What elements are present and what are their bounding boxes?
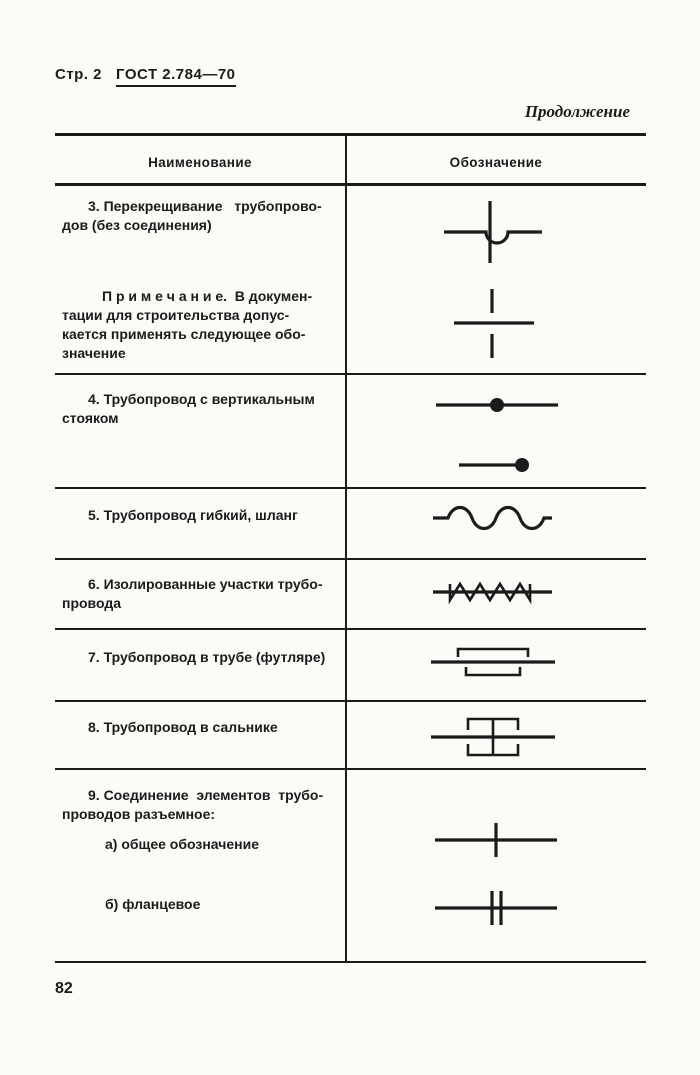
table-header-rule xyxy=(55,183,646,186)
row-4-name: 4. Трубопровод с вертикальным стояком xyxy=(62,391,315,426)
pipes-crossing-broken-vertical-icon xyxy=(454,289,534,358)
column-header-name: Наименование xyxy=(148,155,252,170)
row-6-name: 6. Изолированные участки трубо- провода xyxy=(62,576,323,611)
detachable-joint-flanged-icon xyxy=(435,891,557,925)
pipe-with-riser-end-icon xyxy=(459,458,529,472)
page-header: Стр. 2 ГОСТ 2.784—70 xyxy=(55,66,236,87)
row-rule-4 xyxy=(55,628,646,630)
page-header-label: Стр. 2 xyxy=(55,66,103,83)
page-number: 82 xyxy=(55,980,73,997)
pipe-in-casing-icon xyxy=(431,647,555,677)
row-rule-3 xyxy=(55,558,646,560)
row-3-name: 3. Перекрещивание трубопрово- дов (без с… xyxy=(62,198,322,233)
insulated-pipe-zigzag-icon xyxy=(433,581,552,605)
table-column-divider xyxy=(345,133,347,963)
row-rule-2 xyxy=(55,487,646,489)
row-3-note: П р и м е ч а н и е. В докумен- тации дл… xyxy=(62,288,313,361)
row-rule-5 xyxy=(55,700,646,702)
pipe-with-riser-mid-icon xyxy=(436,398,558,412)
row-5-name: 5. Трубопровод гибкий, шланг xyxy=(88,507,298,523)
row-8-name: 8. Трубопровод в сальнике xyxy=(88,719,278,735)
continuation-label: Продолжение xyxy=(524,102,630,121)
pipe-in-gland-icon xyxy=(431,717,555,757)
row-7-name: 7. Трубопровод в трубе (футляре) xyxy=(88,649,326,665)
document-number: ГОСТ 2.784—70 xyxy=(116,66,236,87)
row-rule-1 xyxy=(55,373,646,375)
row-9-sub-a-label: а) общее обозначение xyxy=(105,836,259,852)
flexible-hose-wavy-line-icon xyxy=(433,505,552,531)
table-bottom-rule xyxy=(55,961,646,963)
detachable-joint-general-icon xyxy=(435,823,557,857)
column-header-designation: Обозначение xyxy=(449,155,543,170)
pipes-crossing-with-jump-icon xyxy=(444,201,542,263)
row-rule-6 xyxy=(55,768,646,770)
row-9-sub-b-label: б) фланцевое xyxy=(105,896,201,912)
table-top-rule xyxy=(55,133,646,136)
row-9-name: 9. Соединение элементов трубо- проводов … xyxy=(62,787,324,822)
